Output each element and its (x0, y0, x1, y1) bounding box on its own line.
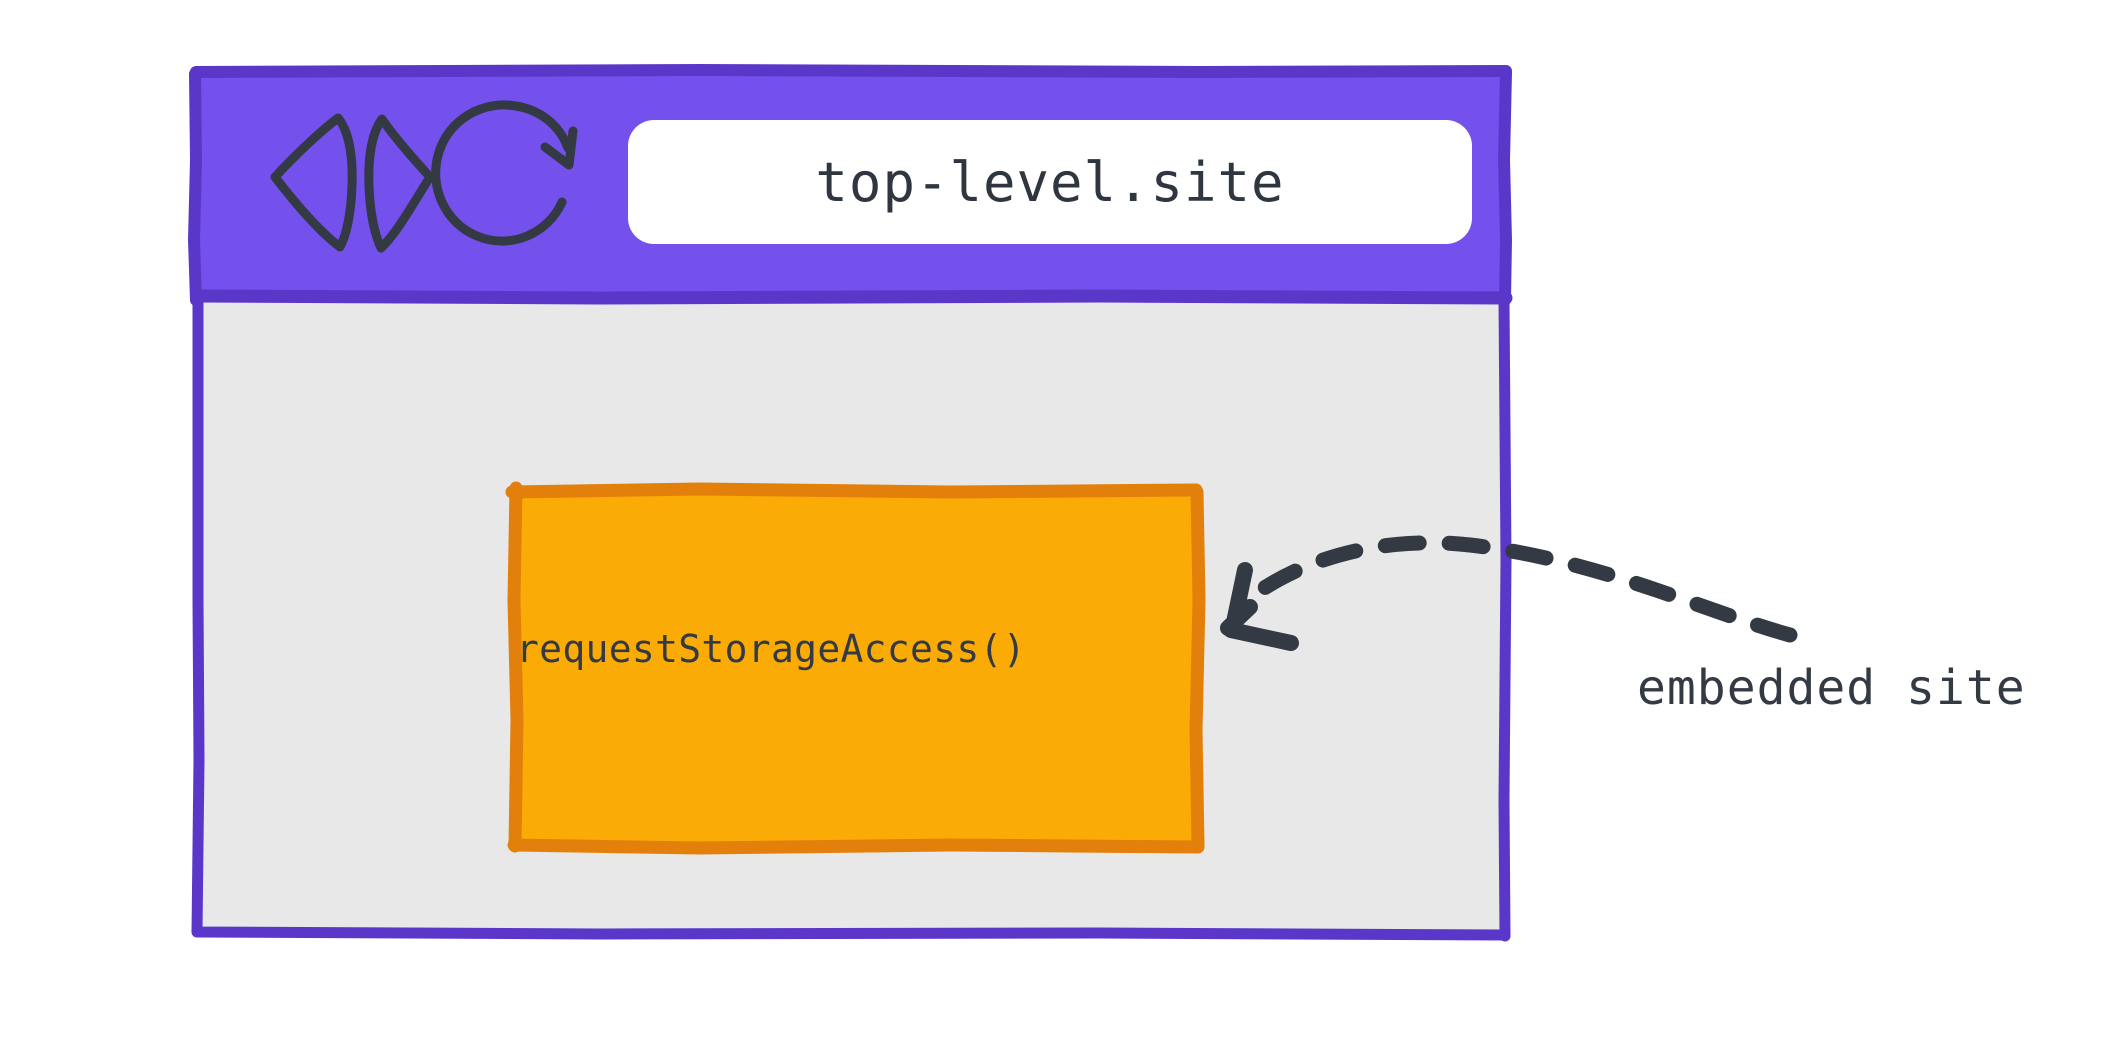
address-bar-field[interactable] (628, 120, 1472, 244)
browser-window (188, 64, 1513, 942)
reload-circle-arrow-icon (431, 100, 573, 246)
back-triangle-icon (270, 113, 357, 252)
iframe-fill (516, 492, 1196, 842)
viewport-frame-right (1498, 294, 1512, 942)
iframe-border-left (507, 481, 524, 853)
address-bar[interactable] (628, 120, 1472, 244)
iframe-border-bottom (507, 838, 1205, 855)
embedded-iframe[interactable] (505, 481, 1206, 855)
dashed-arrow-line (1242, 535, 1798, 643)
toolbar-edge-left (188, 68, 202, 306)
reload-arrowhead-icon (540, 126, 578, 170)
iframe-border-right (1189, 485, 1206, 852)
toolbar-edge-right (1498, 67, 1512, 306)
address-bar-text[interactable]: top-level.site (815, 150, 1285, 214)
forward-triangle-icon (364, 114, 435, 253)
iframe-border-top (505, 482, 1203, 499)
arrowhead-tip-stroke (1220, 599, 1258, 636)
viewport-frame-left-bottom (191, 292, 1511, 941)
embedded-site-annotation-label: embedded site (1637, 660, 2026, 716)
forward-button[interactable] (364, 114, 435, 253)
back-button[interactable] (270, 113, 357, 252)
toolbar-edge-bottom (191, 289, 1513, 305)
reload-button[interactable] (431, 100, 578, 246)
iframe-label: requestStorageAccess() (516, 627, 1026, 671)
arrowhead-lower-stroke (1223, 622, 1299, 651)
toolbar-edge-top (190, 64, 1512, 78)
annotation-connector (1220, 535, 1798, 651)
